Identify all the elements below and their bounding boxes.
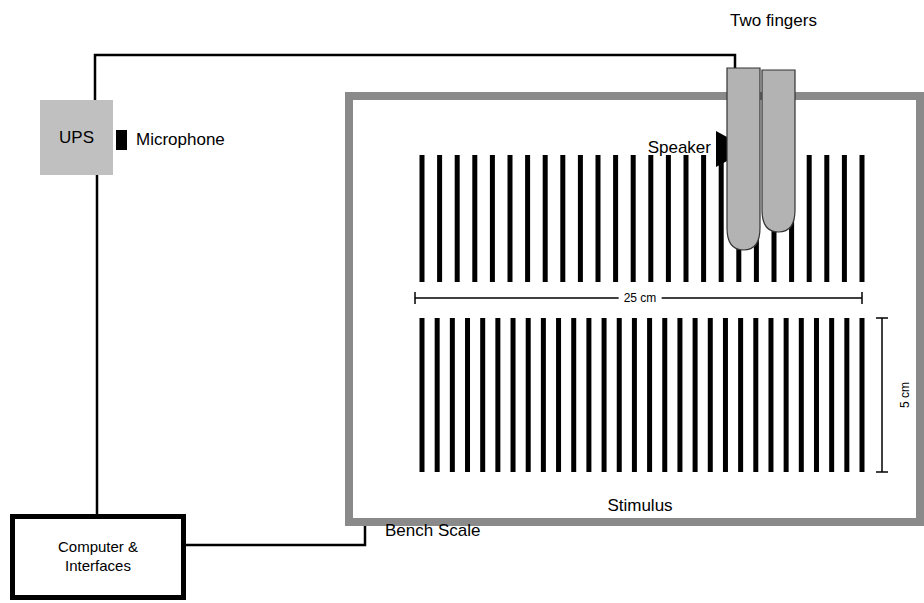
grating-bar [684,155,689,282]
grating-bar [450,318,455,472]
grating-bar [719,155,724,282]
grating-bar [768,318,773,472]
grating-bar [753,318,758,472]
grating-bar [844,318,849,472]
grating-bar [560,155,565,282]
wire-connector [96,175,99,514]
grating-bar [437,155,442,282]
grating-bar [435,318,440,472]
grating-bar [525,155,530,282]
grating-bar [490,155,495,282]
grating-bar [543,155,548,282]
grating-bar [842,155,847,282]
dimension-label: 5 cm [898,382,912,408]
dimension-height [876,318,888,472]
finger-shape [727,68,760,250]
box-label: Computer & Interfaces [53,538,143,576]
grating-bar [648,155,653,282]
ups-box: UPS [40,100,113,175]
grating-bar [860,155,865,282]
grating-bar [420,318,425,472]
grating-bar [784,318,789,472]
grating-bar [807,155,812,282]
grating-bar [578,155,583,282]
grating-bar [693,318,698,472]
grating-bar [677,318,682,472]
grating-bar [472,155,477,282]
grating-bar [526,318,531,472]
grating-bar [495,318,500,472]
grating-bar [602,318,607,472]
grating-bar [586,318,591,472]
grating-bar [596,155,601,282]
finger-shape [762,70,795,232]
grating-bar [571,318,576,472]
computer-box: Computer & Interfaces [10,514,186,600]
grating-bar [814,318,819,472]
grating-bar [617,318,622,472]
grating-bar [799,318,804,472]
grating-bar [613,155,618,282]
grating-bar [824,155,829,282]
grating-bar [511,318,516,472]
grating-bar [508,155,513,282]
bench-scale-plate: Bench Scale [345,92,924,526]
microphone-label: Microphone [136,130,225,150]
grating-bar [708,318,713,472]
grating-bar [541,318,546,472]
grating-bar [723,318,728,472]
grating-bar [701,155,706,282]
grating-bar [480,318,485,472]
microphone-symbol [116,130,127,150]
grating-bar [662,318,667,472]
grating-bar [666,155,671,282]
connector-layer [97,175,365,545]
grating-bar [647,318,652,472]
stimulus-grating [420,155,865,472]
speaker-label: Speaker [648,138,711,158]
grating-bar [631,155,636,282]
dimension-label: 25 cm [619,291,662,305]
grating-bar [738,318,743,472]
stimulus-label: Stimulus [607,496,672,516]
grating-bar [455,155,460,282]
grating-bar [556,318,561,472]
grating-bar [829,318,834,472]
grating-bar [465,318,470,472]
grating-bar [860,318,865,472]
wire-connector [186,526,365,545]
box-label: UPS [59,127,94,148]
plate-label: Bench Scale [385,520,480,541]
grating-bar [632,318,637,472]
figure-label: Two fingers [730,11,817,31]
grating-bar [420,155,425,282]
